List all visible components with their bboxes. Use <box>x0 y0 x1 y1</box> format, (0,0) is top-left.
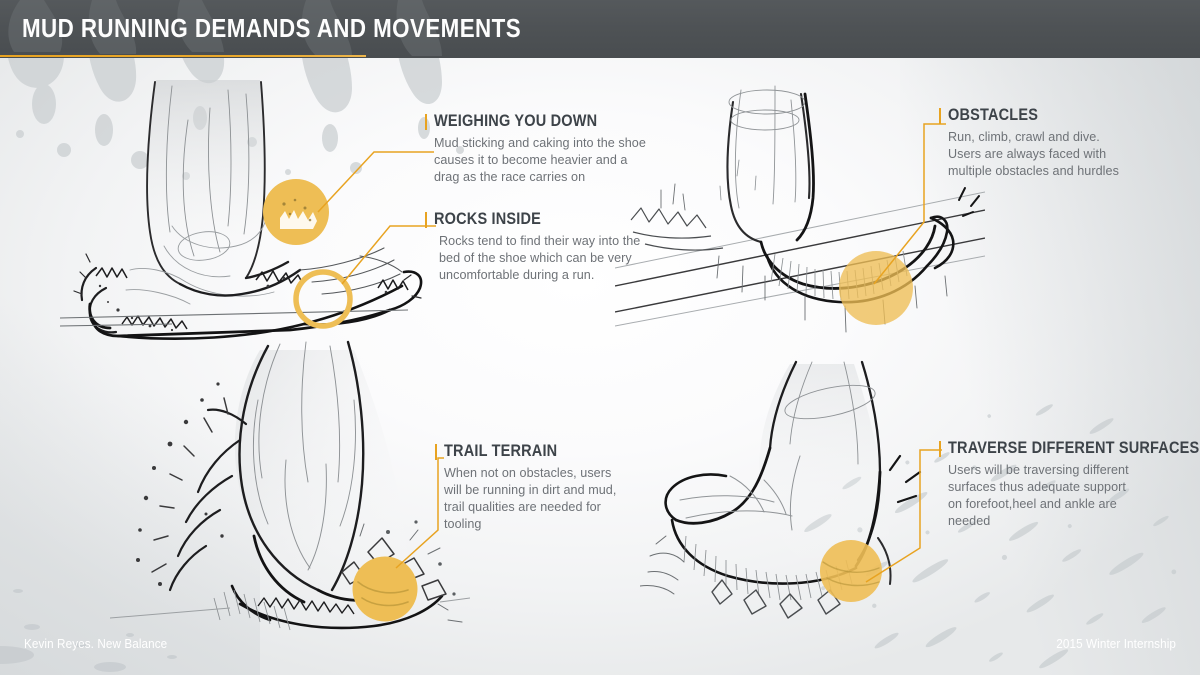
header-bar: MUD RUNNING DEMANDS AND MOVEMENTS <box>0 0 1200 58</box>
callout-weighing-you-down: WEIGHING YOU DOWN Mud sticking and cakin… <box>425 112 669 186</box>
highlight-ring-rocks-inside <box>293 269 353 329</box>
footer-credit-right: 2015 Winter Internship <box>1056 636 1176 651</box>
callout-tick-rocks-inside <box>425 212 427 228</box>
header-splatter-icon <box>8 0 442 56</box>
callout-heading-rocks-inside: ROCKS INSIDE <box>434 210 542 228</box>
callout-body-rocks-inside: Rocks tend to find their way into the be… <box>439 234 641 283</box>
highlight-circle-mud-caking <box>263 179 329 245</box>
leader-line-obstacles <box>873 123 946 285</box>
callout-tick-obstacles <box>939 108 941 124</box>
callout-heading-trail-terrain: TRAIL TERRAIN <box>444 442 558 460</box>
footer-credit-left: Kevin Reyes. New Balance <box>24 636 168 651</box>
leader-line-weighing-you-down <box>317 151 434 213</box>
callout-traverse-different-surfaces: TRAVERSE DIFFERENT SURFACES Users will b… <box>939 439 1200 530</box>
callout-body-traverse-surfaces: Users will be traversing different surfa… <box>948 463 1129 529</box>
callout-body-obstacles: Run, climb, crawl and dive. Users are al… <box>948 130 1119 179</box>
title-underline-rule <box>0 55 366 57</box>
leader-line-rocks-inside <box>341 225 436 285</box>
sketch-shoe-splashing-mud <box>110 340 470 631</box>
callout-obstacles: OBSTACLES Run, climb, crawl and dive. Us… <box>939 106 1198 180</box>
callout-tick-weighing-you-down <box>425 114 427 130</box>
callout-trail-terrain: TRAIL TERRAIN When not on obstacles, use… <box>435 442 679 533</box>
callout-heading-traverse-surfaces: TRAVERSE DIFFERENT SURFACES <box>948 439 1200 457</box>
highlight-circle-trail-contact <box>352 556 418 622</box>
highlight-circle-obstacle-contact <box>839 251 913 325</box>
leader-line-trail-terrain <box>395 457 444 569</box>
callout-heading-obstacles: OBSTACLES <box>948 106 1039 124</box>
callout-body-trail-terrain: When not on obstacles, users will be run… <box>444 466 617 532</box>
callout-rocks-inside: ROCKS INSIDE Rocks tend to find their wa… <box>425 210 669 284</box>
leader-line-traverse-surfaces <box>865 449 942 583</box>
callout-heading-weighing-you-down: WEIGHING YOU DOWN <box>434 112 598 130</box>
page-title: MUD RUNNING DEMANDS AND MOVEMENTS <box>22 13 522 43</box>
highlight-circle-forefoot-contact <box>819 540 882 602</box>
callout-tick-traverse-surfaces <box>939 441 941 457</box>
callout-body-weighing-you-down: Mud sticking and caking into the shoe ca… <box>434 136 646 185</box>
callout-tick-trail-terrain <box>435 444 437 460</box>
